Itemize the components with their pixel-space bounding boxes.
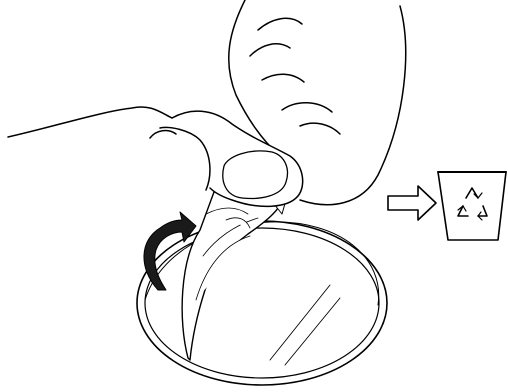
protective-film-icon bbox=[182, 192, 286, 360]
recycle-bin-icon bbox=[438, 172, 506, 240]
round-lens-icon bbox=[137, 221, 387, 385]
hand-icon bbox=[8, 0, 406, 206]
right-arrow-icon bbox=[388, 186, 436, 220]
